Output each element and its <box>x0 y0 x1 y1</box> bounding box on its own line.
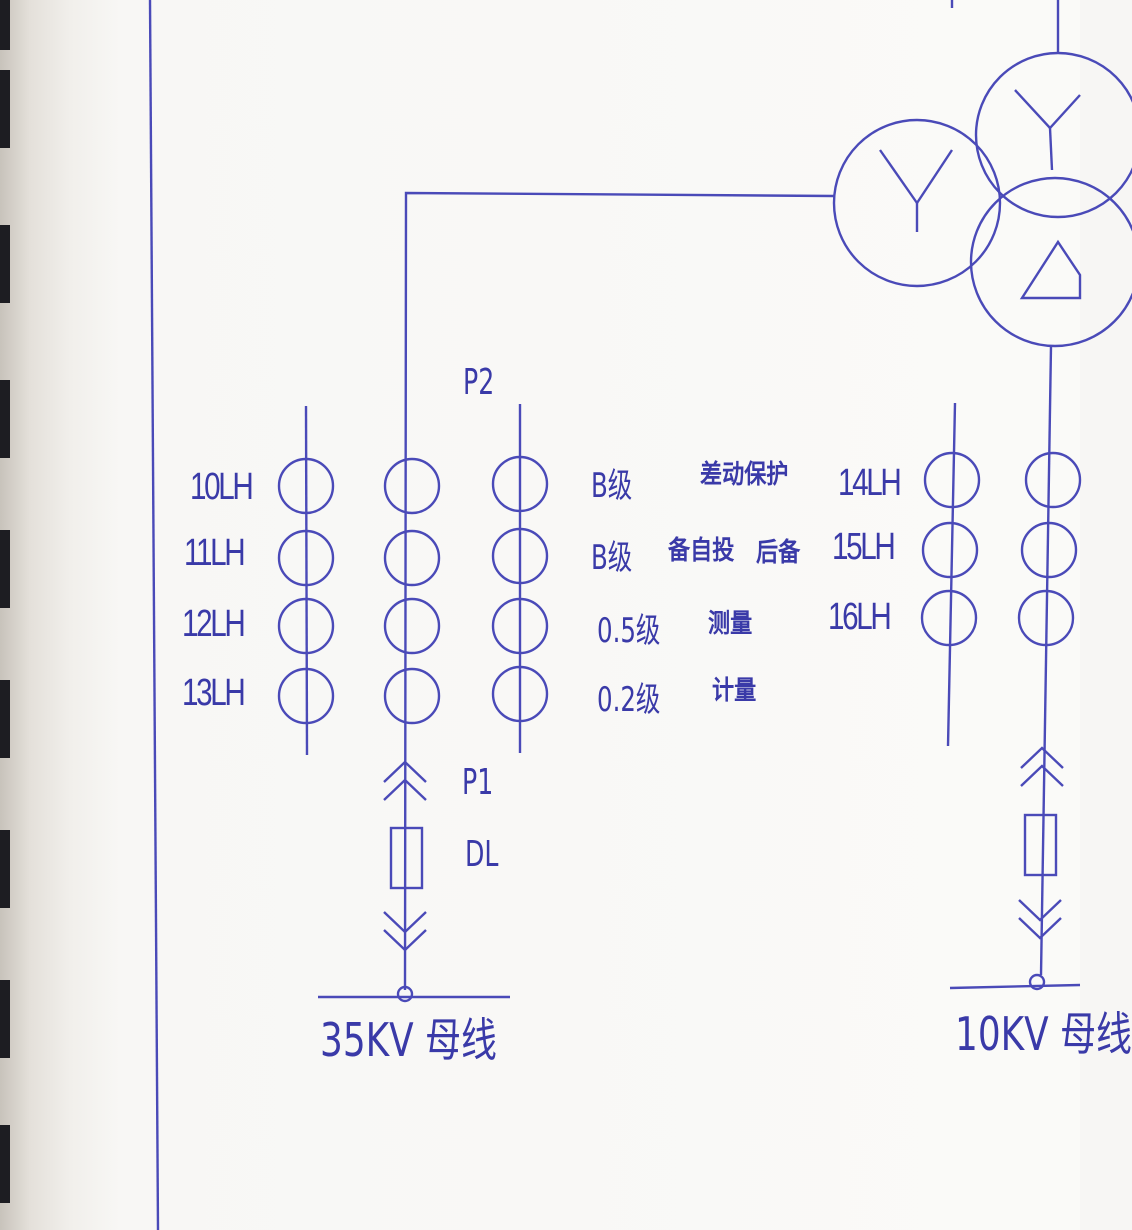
binder-hole <box>0 980 10 1058</box>
ct-column-10kv <box>946 402 957 747</box>
ct-purpose-row1: 差动保护 <box>700 460 789 490</box>
ct-class-row2: B级 <box>591 538 633 578</box>
ct-purpose-row2: 备自投 <box>668 536 735 566</box>
star-winding-icon <box>1014 89 1081 171</box>
binder-hole <box>0 1125 10 1203</box>
ct-class-row1: B级 <box>591 466 633 506</box>
ct-label-15lh: 15LH <box>832 526 896 568</box>
bus-10kv-label: 10KV 母线 <box>955 1007 1132 1061</box>
ct-label-10lh: 10LH <box>190 466 254 508</box>
breaker-35kv <box>383 760 427 1003</box>
ct-label-11lh: 11LH <box>184 532 246 574</box>
wiring-diagram <box>148 0 1132 1230</box>
p1-label: P1 <box>462 762 494 803</box>
ct-group-10kv <box>920 451 1082 647</box>
ct-extra-row2: 后备 <box>756 538 801 568</box>
lead-10kv <box>1039 345 1053 976</box>
lead-35kv <box>403 191 835 991</box>
ct-label-12lh: 12LH <box>182 603 246 645</box>
binder-hole <box>0 530 10 608</box>
transformer-primary-winding <box>832 118 1002 288</box>
ct-label-13lh: 13LH <box>182 672 246 714</box>
breaker-10kv <box>1018 746 1064 991</box>
ct-group-35kv <box>277 455 549 725</box>
ct-label-16lh: 16LH <box>828 596 892 638</box>
dl-label: DL <box>465 834 499 875</box>
page-border-line <box>148 0 160 1230</box>
ct-class-row4: 0.2级 <box>597 680 661 720</box>
ct-class-row3: 0.5级 <box>597 611 661 651</box>
ct-purpose-row3: 测量 <box>708 609 753 639</box>
binder-hole <box>0 380 10 458</box>
transformer-tertiary-winding <box>969 176 1132 348</box>
binder-hole <box>0 830 10 908</box>
transformer-secondary-winding <box>974 51 1132 219</box>
binder-hole <box>0 70 10 148</box>
bus-10kv <box>949 983 1081 990</box>
star-winding-icon <box>879 149 954 232</box>
binder-hole <box>0 680 10 758</box>
delta-winding-icon <box>1019 239 1082 300</box>
bus-35kv-label: 35KV 母线 <box>320 1013 497 1067</box>
binder-hole <box>0 225 10 303</box>
ct-label-14lh: 14LH <box>838 462 902 504</box>
p2-label: P2 <box>463 362 495 403</box>
ct-purpose-row4: 计量 <box>712 676 757 706</box>
ct-column-left <box>304 405 309 756</box>
binder-hole <box>0 0 10 50</box>
